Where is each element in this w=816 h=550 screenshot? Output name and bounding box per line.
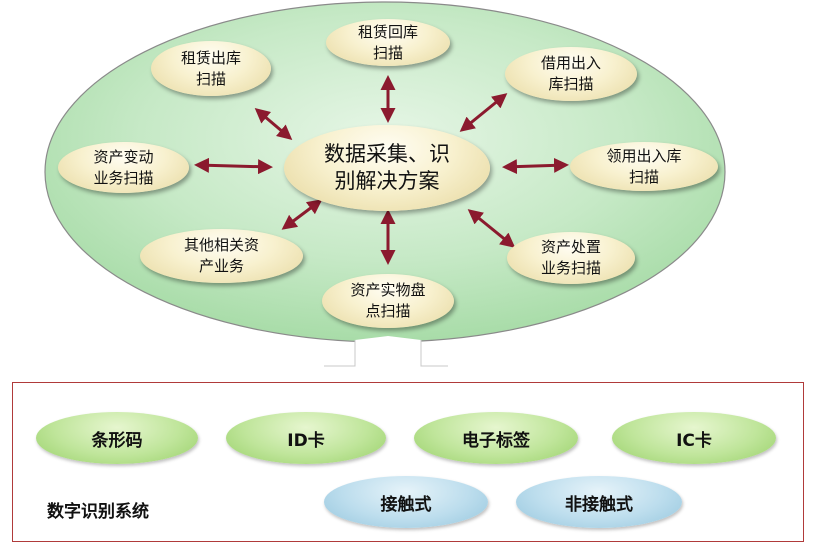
- system-title: 数字识别系统: [47, 502, 149, 522]
- method-ic-card-label: IC卡: [676, 430, 712, 451]
- method-barcode-label: 条形码: [91, 430, 143, 451]
- contact-type-label: 接触式: [380, 494, 432, 515]
- node-requisition: 领用出入库 扫描: [570, 142, 718, 191]
- method-barcode: 条形码: [36, 412, 198, 464]
- node-other-asset: 其他相关资 产业务: [140, 229, 303, 283]
- arrow-asset-change: [194, 157, 273, 175]
- arrow-requisition: [502, 157, 569, 175]
- contactless-type: 非接触式: [516, 476, 682, 528]
- arrow-rental-out: [254, 108, 293, 140]
- node-rental-out-label: 租赁出库 扫描: [180, 48, 241, 88]
- node-inventory-label: 资产实物盘 点扫描: [350, 281, 426, 320]
- arrow-asset-disposal: [467, 209, 516, 248]
- node-borrow-inout-label: 借用出入 库扫描: [540, 54, 601, 93]
- node-asset-disposal: 资产处置 业务扫描: [507, 232, 635, 284]
- node-requisition-label: 领用出入库 扫描: [606, 146, 682, 186]
- node-other-asset-label: 其他相关资 产业务: [183, 236, 259, 275]
- method-id-card-label: ID卡: [287, 430, 325, 451]
- method-ic-card: IC卡: [612, 412, 776, 464]
- node-asset-change-label: 资产变动 业务扫描: [93, 147, 154, 187]
- node-asset-disposal-label: 资产处置 业务扫描: [540, 238, 601, 277]
- node-rental-return: 租赁回库 扫描: [326, 19, 450, 66]
- center-node-label: 数据采集、识 别解决方案: [324, 142, 450, 193]
- center-node: 数据采集、识 别解决方案: [284, 125, 490, 211]
- contactless-type-label: 非接触式: [565, 494, 633, 515]
- node-inventory: 资产实物盘 点扫描: [322, 274, 454, 328]
- arrow-borrow-inout: [459, 93, 508, 132]
- node-asset-change: 资产变动 业务扫描: [58, 142, 189, 193]
- node-rental-return-label: 租赁回库 扫描: [357, 22, 418, 62]
- method-rfid-tag-label: 电子标签: [462, 430, 530, 451]
- node-borrow-inout: 借用出入 库扫描: [505, 47, 637, 101]
- method-id-card: ID卡: [226, 412, 386, 464]
- contact-type: 接触式: [324, 476, 488, 528]
- arrow-other-asset: [281, 199, 323, 230]
- node-rental-out: 租赁出库 扫描: [151, 41, 271, 96]
- method-rfid-tag: 电子标签: [414, 412, 578, 464]
- connector-arrows: [194, 75, 569, 265]
